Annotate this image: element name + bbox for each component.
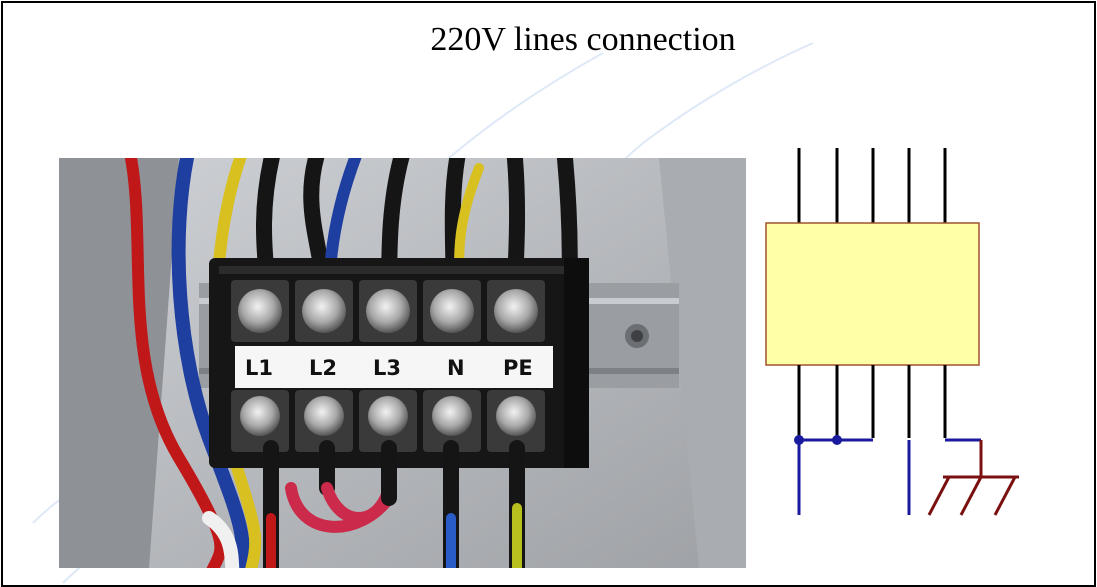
terminal-label-pe: PE [503, 356, 533, 380]
terminal-label-n: N [447, 356, 465, 380]
terminal-block-photo: L1 L2 L3 N PE [59, 158, 746, 568]
terminal-label-l1: L1 [245, 356, 273, 380]
ground-icon [927, 440, 1019, 516]
device-symbol [765, 222, 980, 366]
terminal-label-l2: L2 [309, 356, 337, 380]
wiring-schematic [765, 148, 1019, 516]
terminal-label-l3: L3 [373, 356, 401, 380]
junction-dot [832, 435, 842, 445]
junction-dot [794, 435, 804, 445]
output-leads [797, 365, 947, 438]
input-leads [797, 148, 947, 223]
diagram-title: 220V lines connection [430, 21, 736, 58]
